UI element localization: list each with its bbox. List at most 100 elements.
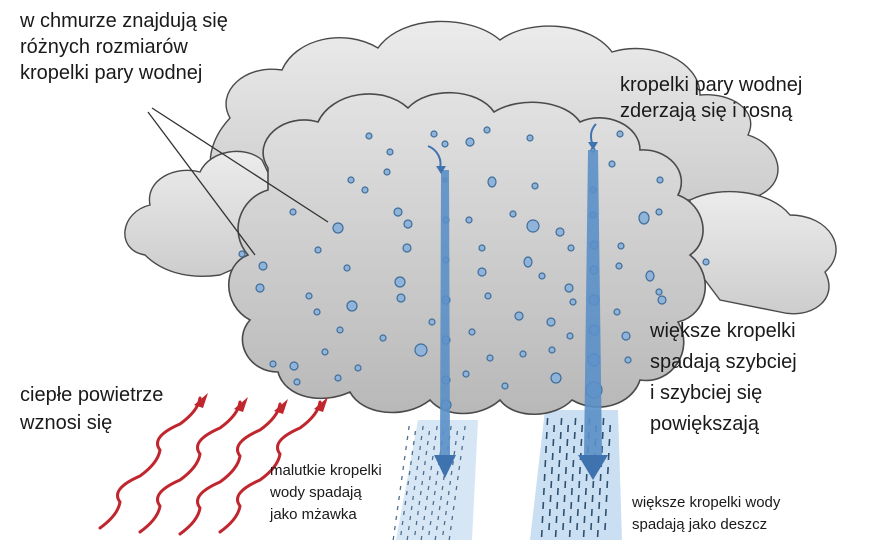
droplet-icon <box>336 326 344 334</box>
droplet-icon <box>365 132 373 140</box>
droplet-icon <box>321 348 329 356</box>
wavy-up-arrow-icon <box>98 396 202 530</box>
droplet-icon <box>269 360 277 368</box>
droplet-icon <box>645 270 655 282</box>
drizzle-streak <box>421 525 424 531</box>
droplet-icon <box>616 130 624 138</box>
drizzle-streak <box>420 535 423 540</box>
droplet-icon <box>465 137 475 147</box>
drizzle-streak <box>413 485 416 491</box>
drizzle-streak <box>406 535 409 540</box>
drizzle-streak <box>442 530 445 536</box>
drizzle-streak <box>422 470 425 476</box>
drizzle-streak <box>430 465 433 471</box>
collide-label: kropelki pary wodnej zderzają się i rosn… <box>620 74 803 122</box>
fall-streams <box>427 123 608 480</box>
drizzle-streak <box>400 475 403 481</box>
drizzle-streak <box>414 430 417 436</box>
drizzle-streak <box>461 445 464 451</box>
droplet-icon <box>289 208 297 216</box>
drizzle-streak <box>416 465 419 471</box>
droplet-icon <box>402 243 412 253</box>
droplet-icon <box>613 308 621 316</box>
rain-streaks <box>540 417 612 538</box>
drizzle-streak <box>407 525 410 531</box>
droplet-icon <box>468 328 476 336</box>
droplet-icon <box>314 246 322 254</box>
drizzle-streak <box>428 475 431 481</box>
droplet-icon <box>347 176 355 184</box>
droplet-icon <box>293 378 301 386</box>
pointer-line <box>151 107 329 223</box>
droplet-icon <box>477 267 487 277</box>
drizzle-streak <box>404 500 407 506</box>
droplet-icon <box>657 295 667 305</box>
drizzle-streak <box>442 475 445 481</box>
drizzle-streak <box>412 440 415 446</box>
wavy-up-arrow-icon <box>218 400 322 534</box>
droplet-icon <box>624 356 632 364</box>
drizzle-streak <box>435 525 438 531</box>
droplet-icon <box>478 244 486 252</box>
drizzle-streak <box>433 490 436 496</box>
drizzle-streak <box>463 425 466 431</box>
drizzle-streak <box>424 505 427 511</box>
drizzle-streak <box>452 460 454 466</box>
droplet-icon <box>550 372 562 384</box>
droplet-icon <box>403 219 413 229</box>
droplet-icon <box>564 283 574 293</box>
drizzle-streak <box>435 480 438 486</box>
drizzle-streak <box>414 530 417 536</box>
droplet-icon <box>305 292 313 300</box>
droplet-icon <box>462 370 470 378</box>
drizzle-streak <box>431 510 433 516</box>
droplet-icon <box>548 346 556 354</box>
drizzle-streak <box>434 535 437 540</box>
droplet-icon <box>361 186 369 194</box>
drizzle-shaft <box>396 420 478 540</box>
droplet-icon <box>428 318 436 326</box>
drizzle-streak <box>438 505 441 511</box>
drizzle-streak <box>435 425 438 431</box>
drizzle-streak <box>440 495 443 501</box>
droplet-icon <box>343 264 351 272</box>
drizzle-streak <box>427 485 430 491</box>
down-arrow-icon <box>578 455 608 480</box>
drizzle-label: malutkie kropelki wody spadają jako mżaw… <box>270 462 382 523</box>
droplet-icon <box>519 350 527 358</box>
drizzle-streak <box>451 515 454 521</box>
rain-fall-stream <box>584 150 602 455</box>
drizzle-streak <box>419 445 422 451</box>
wavy-up-arrow-icon <box>178 402 282 536</box>
drizzle-streak <box>415 520 418 526</box>
droplet-icon <box>615 262 623 270</box>
drizzle-streak <box>426 440 429 446</box>
drizzle-streak <box>417 455 420 461</box>
droplet-icon <box>394 276 406 288</box>
drizzle-streak <box>421 480 424 486</box>
curve-arrow-icon <box>427 145 442 169</box>
drizzle-streak <box>411 450 414 456</box>
drizzle-streak <box>401 520 404 526</box>
droplet-icon <box>566 332 574 340</box>
drizzle-streak <box>441 485 444 491</box>
droplet-icon <box>617 242 625 250</box>
drizzle-streak <box>458 465 461 471</box>
arrowhead-icon <box>274 399 288 414</box>
rain-label: większe kropelki wody spadają jako deszc… <box>632 494 781 533</box>
drizzle-fall-stream <box>440 170 450 455</box>
droplet-icon <box>379 334 387 342</box>
drizzle-streak <box>447 490 450 496</box>
droplet-icon <box>354 364 362 372</box>
drizzle-streak <box>450 470 453 476</box>
drizzle-streak <box>443 520 446 526</box>
droplet-icon <box>258 261 268 271</box>
droplet-icon <box>655 208 663 216</box>
droplet-icon <box>346 300 358 312</box>
drizzle-streak <box>407 425 410 431</box>
drizzle-streak <box>449 480 452 486</box>
droplet-icon <box>414 343 428 357</box>
drizzle-streak <box>392 535 395 540</box>
drizzle-streak <box>424 460 426 466</box>
drizzle-streak <box>408 470 411 476</box>
